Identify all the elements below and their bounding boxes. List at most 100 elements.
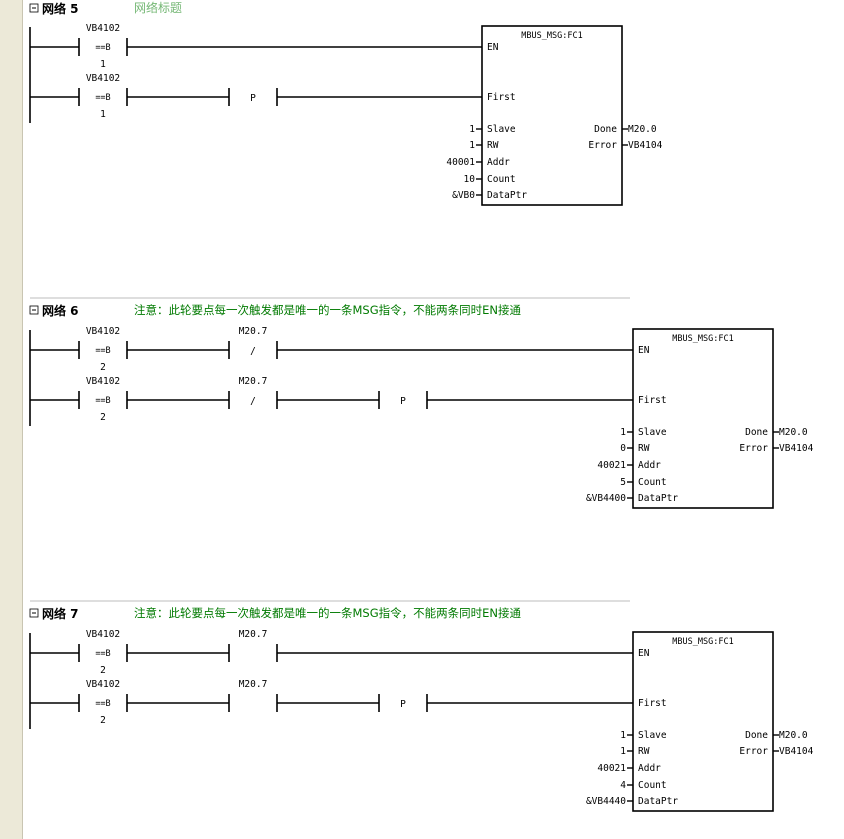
network-title: 网络 6 xyxy=(42,303,79,318)
output-pin-done: Done xyxy=(745,427,768,438)
network-6: 网络 6 注意：此轮要点每一次触发都是唯一的一条MSG指令，不能两条同时EN接通 V… xyxy=(29,297,814,509)
input-pin-first: First xyxy=(638,395,667,406)
editor-sidebar xyxy=(0,0,23,839)
output-value-error: VB4104 xyxy=(779,443,814,454)
output-value-error: VB4104 xyxy=(628,140,663,151)
collapse-toggle[interactable] xyxy=(29,3,39,13)
rung-1: VB4102 ==B 1 xyxy=(30,23,482,70)
compare-value: 2 xyxy=(100,412,106,423)
input-value-slave: 1 xyxy=(620,427,626,438)
input-value-addr: 40001 xyxy=(446,157,475,168)
contact-address: M20.7 xyxy=(239,376,268,387)
output-pin-done: Done xyxy=(594,124,617,135)
function-block-name: MBUS_MSG:FC1 xyxy=(521,31,582,41)
output-value-error: VB4104 xyxy=(779,746,814,757)
input-pin-addr: Addr xyxy=(638,460,661,471)
collapse-toggle[interactable] xyxy=(29,608,39,618)
input-pin-count: Count xyxy=(638,780,667,791)
input-pin-rw: RW xyxy=(638,746,650,757)
compare-address: VB4102 xyxy=(86,73,120,84)
input-value-slave: 1 xyxy=(620,730,626,741)
collapse-toggle[interactable] xyxy=(29,305,39,315)
contact-address: M20.7 xyxy=(239,629,268,640)
p-contact-label: P xyxy=(400,699,406,710)
output-value-done: M20.0 xyxy=(779,427,808,438)
output-pin-error: Error xyxy=(739,746,768,757)
input-pin-first: First xyxy=(487,92,516,103)
function-block-frame[interactable] xyxy=(481,25,623,206)
network-title: 网络 5 xyxy=(42,1,79,16)
function-block[interactable]: MBUS_MSG:FC1ENFirstSlave1RW0Addr40021Cou… xyxy=(586,328,814,509)
input-pin-en: EN xyxy=(638,648,650,659)
input-pin-addr: Addr xyxy=(638,763,661,774)
compare-address: VB4102 xyxy=(86,23,120,34)
compare-value: 2 xyxy=(100,665,106,676)
contact-symbol: / xyxy=(250,346,256,357)
contact-address: M20.7 xyxy=(239,326,268,337)
network-comment: 注意：此轮要点每一次触发都是唯一的一条MSG指令，不能两条同时EN接通 xyxy=(134,303,521,317)
input-pin-count: Count xyxy=(638,477,667,488)
input-pin-dataptr: DataPtr xyxy=(638,796,678,807)
output-pin-error: Error xyxy=(739,443,768,454)
rung-1: VB4102 ==B 2 M20.7 / xyxy=(30,326,633,373)
compare-operator: ==B xyxy=(95,346,110,356)
input-pin-first: First xyxy=(638,698,667,709)
compare-address: VB4102 xyxy=(86,326,120,337)
output-value-done: M20.0 xyxy=(779,730,808,741)
rung-2: VB4102 ==B 1 P xyxy=(30,73,482,120)
input-pin-rw: RW xyxy=(638,443,650,454)
input-pin-count: Count xyxy=(487,174,516,185)
rung-2: VB4102 ==B 2 M20.7P xyxy=(30,679,633,726)
network-comment: 网络标题 xyxy=(134,0,182,15)
input-pin-dataptr: DataPtr xyxy=(487,190,527,201)
compare-operator: ==B xyxy=(95,699,110,709)
compare-operator: ==B xyxy=(95,93,110,103)
input-pin-slave: Slave xyxy=(638,730,667,741)
p-contact-label: P xyxy=(400,396,406,407)
input-value-slave: 1 xyxy=(469,124,475,135)
function-block-frame[interactable] xyxy=(632,631,774,812)
compare-address: VB4102 xyxy=(86,629,120,640)
input-value-count: 10 xyxy=(464,174,476,185)
input-value-rw: 1 xyxy=(620,746,626,757)
compare-value: 2 xyxy=(100,362,106,373)
contact-address: M20.7 xyxy=(239,679,268,690)
bit-contact[interactable] xyxy=(228,694,278,712)
output-pin-done: Done xyxy=(745,730,768,741)
input-value-addr: 40021 xyxy=(597,763,626,774)
input-pin-en: EN xyxy=(638,345,650,356)
input-value-count: 5 xyxy=(620,477,626,488)
compare-value: 1 xyxy=(100,59,106,70)
p-contact-label: P xyxy=(250,93,256,104)
input-pin-slave: Slave xyxy=(487,124,516,135)
input-pin-dataptr: DataPtr xyxy=(638,493,678,504)
input-value-count: 4 xyxy=(620,780,626,791)
input-value-rw: 1 xyxy=(469,140,475,151)
function-block-name: MBUS_MSG:FC1 xyxy=(672,334,733,344)
compare-operator: ==B xyxy=(95,396,110,406)
input-pin-rw: RW xyxy=(487,140,499,151)
contact-symbol: / xyxy=(250,396,256,407)
input-value-addr: 40021 xyxy=(597,460,626,471)
input-value-dataptr: &VB4400 xyxy=(586,493,626,504)
input-pin-addr: Addr xyxy=(487,157,510,168)
input-value-dataptr: &VB0 xyxy=(452,190,475,201)
function-block[interactable]: MBUS_MSG:FC1ENFirstSlave1RW1Addr40001Cou… xyxy=(446,25,663,206)
compare-operator: ==B xyxy=(95,649,110,659)
input-pin-slave: Slave xyxy=(638,427,667,438)
function-block[interactable]: MBUS_MSG:FC1ENFirstSlave1RW1Addr40021Cou… xyxy=(586,631,814,812)
compare-value: 2 xyxy=(100,715,106,726)
output-value-done: M20.0 xyxy=(628,124,657,135)
output-pin-error: Error xyxy=(588,140,617,151)
rung-1: VB4102 ==B 2 M20.7 xyxy=(30,629,633,676)
input-value-dataptr: &VB4440 xyxy=(586,796,626,807)
compare-value: 1 xyxy=(100,109,106,120)
bit-contact[interactable] xyxy=(228,644,278,662)
function-block-frame[interactable] xyxy=(632,328,774,509)
compare-address: VB4102 xyxy=(86,679,120,690)
compare-operator: ==B xyxy=(95,43,110,53)
